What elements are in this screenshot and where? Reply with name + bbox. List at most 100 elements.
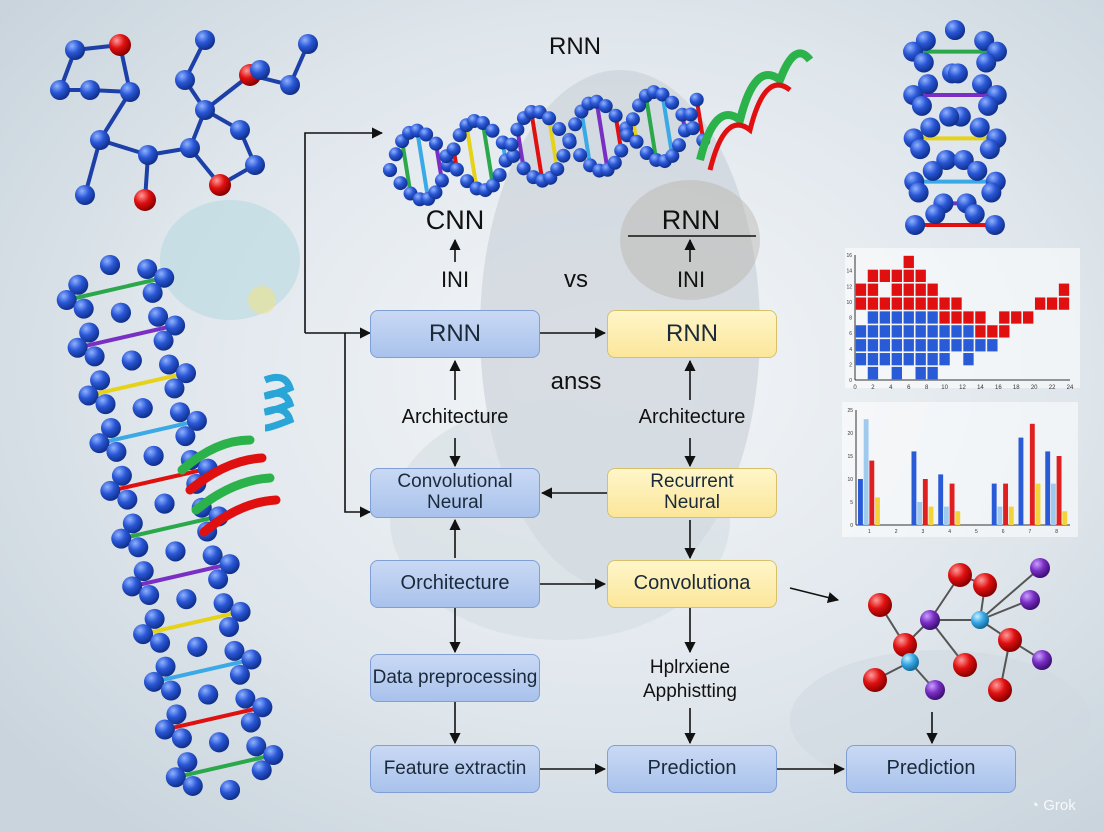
heatmap-y-tick-label: 10 bbox=[846, 300, 852, 306]
bar bbox=[858, 479, 863, 525]
heatmap-y-tick-label: 6 bbox=[849, 331, 852, 337]
heatmap-cell bbox=[892, 270, 902, 282]
bar bbox=[938, 474, 943, 525]
heatmap-cell bbox=[939, 353, 949, 365]
dna-backbone-bead bbox=[85, 346, 105, 366]
dna-backbone-bead bbox=[100, 255, 120, 275]
nitrogen-atom bbox=[901, 653, 919, 671]
heatmap-cell bbox=[904, 311, 914, 323]
bar-x-tick-label: 6 bbox=[1002, 529, 1005, 535]
dna-backbone-bead bbox=[203, 545, 223, 565]
dna-backbone-bead bbox=[220, 780, 240, 800]
dna-backbone-bead bbox=[665, 96, 679, 110]
dna-backbone-bead bbox=[224, 641, 244, 661]
recurrent-neural-line-2: Neural bbox=[664, 493, 720, 514]
dna-backbone-bead bbox=[74, 299, 94, 319]
bar bbox=[1030, 424, 1035, 525]
heatmap-cell bbox=[892, 367, 902, 379]
dna-backbone-bead bbox=[542, 111, 556, 125]
heatmap-cell bbox=[916, 353, 926, 365]
bar-x-tick-label: 2 bbox=[895, 529, 898, 535]
heatmap-cell bbox=[880, 311, 890, 323]
dna-backbone-bead bbox=[563, 135, 577, 149]
dna-backbone-bead bbox=[122, 576, 142, 596]
recurrent-neural-line-1: Recurrent bbox=[650, 472, 733, 493]
dna-backbone-bead bbox=[89, 433, 109, 453]
heatmap-cell bbox=[975, 325, 985, 337]
dna-backbone-bead bbox=[383, 163, 397, 177]
heatmap-cell bbox=[880, 297, 890, 309]
dna-backbone-bead bbox=[614, 144, 628, 158]
dna-backbone-bead bbox=[57, 290, 77, 310]
dna-backbone-bead bbox=[504, 138, 518, 152]
bar-y-tick-label: 5 bbox=[850, 500, 853, 506]
dna-backbone-bead bbox=[485, 124, 499, 138]
heatmap-cell bbox=[963, 339, 973, 351]
heatmap-cell bbox=[868, 311, 878, 323]
heatmap-cell bbox=[868, 270, 878, 282]
bar bbox=[1003, 484, 1008, 525]
carbon-atom bbox=[50, 80, 70, 100]
architecture-left-label: Architecture bbox=[380, 406, 530, 429]
heatmap-cell bbox=[999, 325, 1009, 337]
carbon-atom bbox=[90, 130, 110, 150]
bar-y-tick-label: 0 bbox=[850, 523, 853, 529]
heatmap-cell bbox=[904, 270, 914, 282]
dna-backbone-bead bbox=[939, 107, 959, 127]
carbon-atom bbox=[195, 30, 215, 50]
bar-y-tick-label: 10 bbox=[847, 477, 853, 483]
heatmap-cell bbox=[892, 297, 902, 309]
dna-backbone-bead bbox=[187, 637, 207, 657]
convolutional-neural-line-2: Neural bbox=[427, 493, 483, 514]
heatmap-cell bbox=[880, 353, 890, 365]
carbon-atom bbox=[245, 155, 265, 175]
prediction-middle-box-label: Prediction bbox=[648, 758, 737, 780]
heatmap-cell bbox=[916, 367, 926, 379]
dna-backbone-bead bbox=[172, 728, 192, 748]
dna-backbone-bead bbox=[923, 161, 943, 181]
dna-backbone-bead bbox=[214, 593, 234, 613]
dna-backbone-bead bbox=[556, 149, 570, 163]
dna-backbone-bead bbox=[133, 624, 153, 644]
dna-backbone-bead bbox=[235, 689, 255, 709]
bar-x-tick-label: 8 bbox=[1055, 529, 1058, 535]
oxygen-atom bbox=[109, 34, 131, 56]
bar-y-tick-label: 25 bbox=[847, 408, 853, 414]
prediction-right-box: Prediction bbox=[846, 745, 1016, 793]
feature-extraction-box-label: Feature extractin bbox=[384, 759, 527, 780]
heatmap-y-tick-label: 8 bbox=[849, 316, 852, 322]
heatmap-x-tick-label: 22 bbox=[1049, 385, 1056, 391]
bar-y-tick-label: 15 bbox=[847, 454, 853, 460]
carbon-atom bbox=[80, 80, 100, 100]
heatmap-cell bbox=[1059, 284, 1069, 296]
dna-backbone-bead bbox=[914, 53, 934, 73]
heatmap-cell bbox=[868, 297, 878, 309]
bar-x-tick-label: 3 bbox=[921, 529, 924, 535]
heatmap-cell bbox=[880, 339, 890, 351]
heatmap-cell bbox=[987, 325, 997, 337]
dna-backbone-bead bbox=[165, 541, 185, 561]
heatmap-cell bbox=[939, 311, 949, 323]
heatmap-cell bbox=[963, 325, 973, 337]
dna-backbone-bead bbox=[159, 355, 179, 375]
bar bbox=[997, 507, 1002, 525]
dna-backbone-bead bbox=[630, 135, 644, 149]
heatmap-cell bbox=[927, 339, 937, 351]
heatmap-cell bbox=[1023, 311, 1033, 323]
dna-backbone-bead bbox=[155, 494, 175, 514]
cnn-heading: CNN bbox=[414, 205, 496, 236]
convolutional-neural-line-1: Convolutional bbox=[397, 472, 512, 493]
heatmap-cell bbox=[880, 325, 890, 337]
dna-backbone-bead bbox=[111, 303, 131, 323]
convolutiona-box: Convolutiona bbox=[607, 560, 777, 608]
oxygen-atom bbox=[868, 593, 892, 617]
heatmap-cell bbox=[892, 325, 902, 337]
data-preprocessing-box: Data preprocessing bbox=[370, 654, 540, 702]
dna-backbone-bead bbox=[230, 665, 250, 685]
convolutiona-box-label: Convolutiona bbox=[634, 573, 751, 595]
dna-backbone-bead bbox=[144, 672, 164, 692]
dna-backbone-bead bbox=[550, 162, 564, 176]
heatmap-cell bbox=[916, 270, 926, 282]
dna-backbone-bead bbox=[111, 529, 131, 549]
